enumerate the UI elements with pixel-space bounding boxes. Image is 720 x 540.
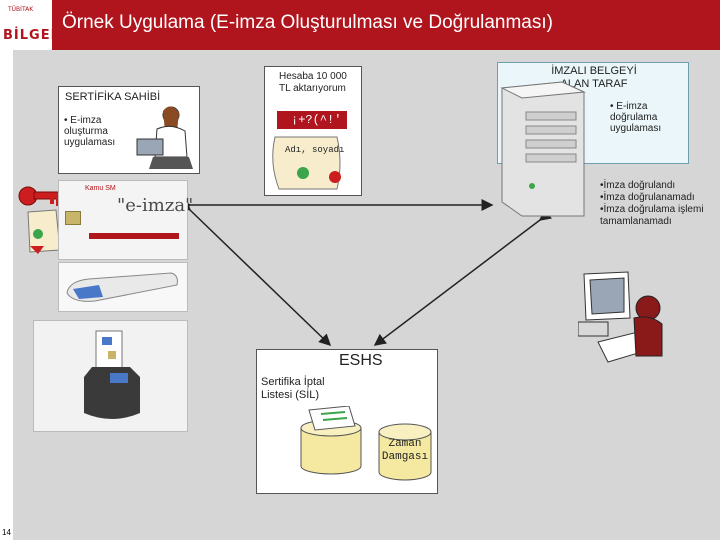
card-stripe bbox=[89, 233, 179, 239]
key-icon bbox=[18, 186, 61, 254]
logo: TÜBİTAK BİLGEM bbox=[0, 0, 64, 50]
document-label: Adı, soyadı bbox=[285, 145, 345, 155]
card-reader-image bbox=[33, 320, 188, 432]
card-caption: "e-imza" bbox=[117, 195, 194, 216]
signer-bullet: • E-imza oluşturma uygulaması bbox=[64, 115, 116, 148]
result-incomplete: •İmza doğrulama işlemi tamamlanamadı bbox=[600, 204, 704, 227]
signer-person-icon bbox=[136, 106, 193, 169]
message-box: Hesaba 10 000 TL aktarıyorum ¡+?(^!' Adı… bbox=[264, 66, 362, 196]
card-chip bbox=[65, 211, 81, 225]
receiver-title: İMZALI BELGEYİ ALAN TARAF bbox=[551, 65, 637, 90]
header-bar bbox=[0, 0, 720, 50]
logo-text: BİLGEM bbox=[3, 28, 65, 43]
card-reader-icon bbox=[84, 330, 140, 419]
result-not-verified: •İmza doğrulanamadı bbox=[600, 192, 695, 203]
usb-token-icon bbox=[66, 272, 178, 302]
signature-strip bbox=[277, 111, 347, 129]
timestamp-label: Zaman Damgası bbox=[381, 438, 429, 463]
smart-card-image: Kamu SM "e-imza" bbox=[58, 180, 193, 260]
page-title: Örnek Uygulama (E-imza Oluşturulması ve … bbox=[62, 12, 553, 33]
receiver-person-icon bbox=[578, 271, 663, 363]
document-icon bbox=[272, 136, 341, 190]
timestamp-database-icon bbox=[378, 423, 432, 481]
result-verified: •İmza doğrulandı bbox=[600, 180, 676, 191]
card-brand: Kamu SM bbox=[85, 185, 116, 192]
sil-database-icon bbox=[300, 406, 362, 475]
page-number: 14 bbox=[2, 528, 11, 537]
sil-label: Sertifika İptal Listesi (SİL) bbox=[261, 376, 325, 401]
signer-box: SERTİFİKA SAHİBİ • E-imza oluşturma uygu… bbox=[58, 86, 200, 174]
receiver-bullet: • E-imza doğrulama uygulaması bbox=[610, 101, 662, 134]
eshs-box: ESHS Sertifika İptal Listesi (SİL) Zaman… bbox=[256, 349, 438, 494]
left-margin bbox=[0, 50, 13, 540]
arrow-receiver-to-eshs bbox=[373, 208, 552, 346]
eshs-title: ESHS bbox=[339, 352, 383, 369]
message-text: Hesaba 10 000 TL aktarıyorum bbox=[279, 71, 347, 94]
verification-results: •İmza doğrulandı •İmza doğrulanamadı •İm… bbox=[600, 180, 706, 228]
arrow-signer-to-eshs bbox=[178, 198, 332, 347]
server-icon bbox=[500, 81, 586, 217]
signer-title: SERTİFİKA SAHİBİ bbox=[65, 91, 161, 103]
logo-tagline: TÜBİTAK bbox=[8, 6, 34, 13]
signature-value: ¡+?(^!' bbox=[291, 113, 342, 127]
usb-token-image bbox=[58, 262, 188, 312]
